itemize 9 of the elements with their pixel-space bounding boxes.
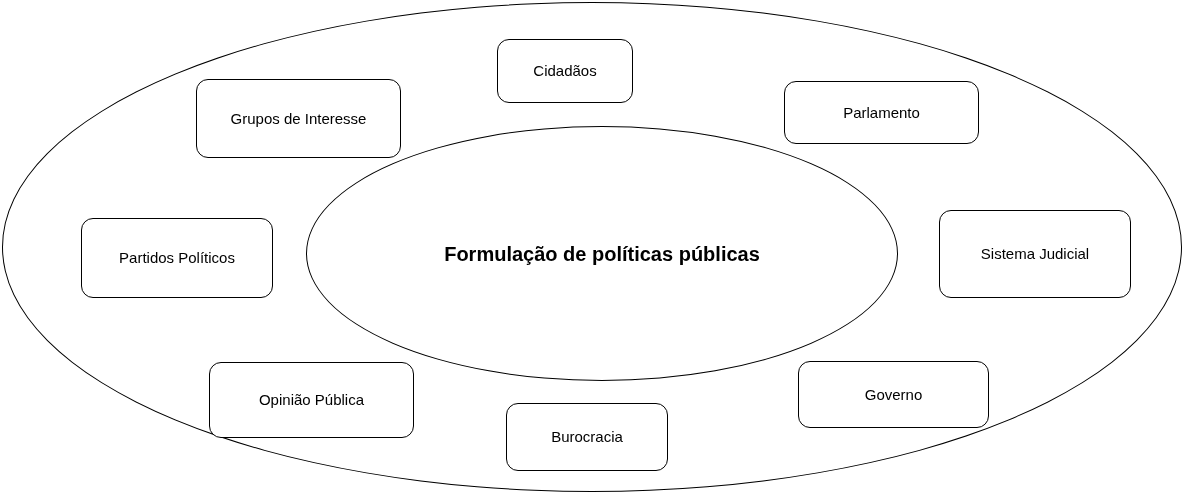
actor-box: Grupos de Interesse (196, 79, 401, 158)
actor-box: Burocracia (506, 403, 668, 471)
actor-box: Parlamento (784, 81, 979, 144)
actor-box: Cidadãos (497, 39, 633, 103)
actor-box: Sistema Judicial (939, 210, 1131, 298)
actor-box: Partidos Políticos (81, 218, 273, 298)
center-ellipse: Formulação de políticas públicas (306, 126, 898, 381)
actor-box: Governo (798, 361, 989, 428)
actor-box: Opinião Pública (209, 362, 414, 438)
